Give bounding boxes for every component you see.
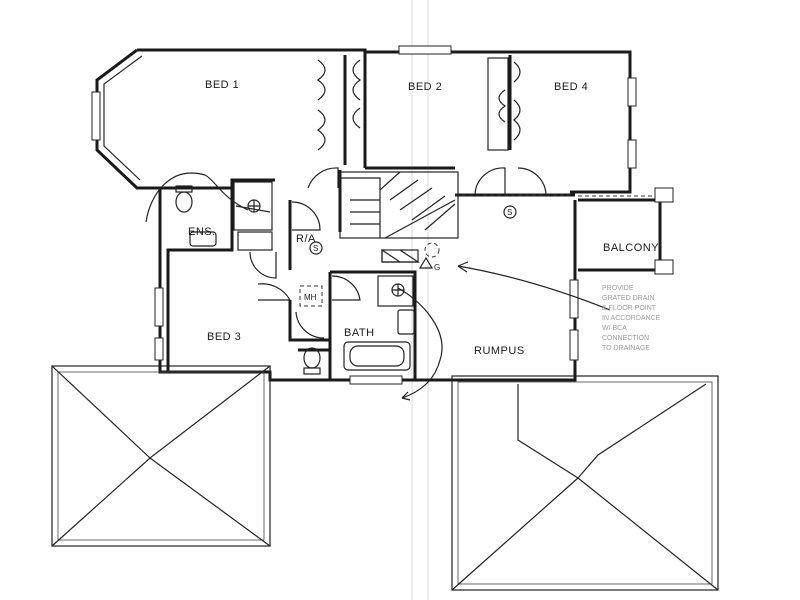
ensuite-basin: [189, 231, 217, 247]
svg-text:S: S: [313, 244, 318, 253]
fixtures: [175, 185, 440, 375]
bed2-door-swing: [474, 167, 506, 196]
manhole-box: [299, 285, 323, 307]
window: [627, 139, 637, 169]
bed1-door-swing: [307, 167, 339, 189]
annotation-arrow-line: [457, 265, 611, 311]
annotation-lines: [145, 172, 611, 401]
triangle-marker: [418, 256, 434, 269]
note-line: TO DRAINAGE: [602, 345, 650, 352]
room-label-ensuite: ENS.: [188, 226, 216, 238]
wardrobe-door: [316, 59, 326, 101]
room-label-bed1: BED 1: [205, 79, 239, 91]
bed3-door-swing: [257, 283, 292, 301]
room-label-rumpus: RUMPUS: [474, 345, 525, 357]
ensuite-toilet: [175, 191, 193, 213]
hand-drawn-line: [235, 205, 271, 213]
wardrobe-door: [316, 109, 326, 151]
ensuite-door-swing: [249, 251, 277, 279]
room-label-bed4: BED 4: [554, 81, 588, 93]
bath-shower: [377, 275, 414, 307]
ensuite-shower: [233, 181, 273, 231]
note-line: IN ACCORDANCE: [602, 315, 661, 322]
bath-door-swing: [331, 275, 361, 301]
bed2-wardrobe: [487, 57, 509, 151]
room-label-manhole: MH: [304, 293, 317, 302]
note-line: GRATED DRAIN: [602, 295, 654, 302]
interior-walls: [160, 55, 512, 380]
room-label-balcony: BALCONY: [603, 242, 659, 254]
balcony: [455, 187, 674, 275]
wardrobe-door: [352, 59, 362, 101]
gas-symbol: G: [434, 263, 440, 272]
note-line: CONNECTION: [602, 335, 649, 342]
wardrobe-door: [513, 61, 521, 141]
window: [627, 77, 637, 107]
wardrobe-door: [352, 107, 361, 129]
room-label-bed3: BED 3: [207, 331, 241, 343]
roof-left: [51, 365, 271, 547]
svg-text:S: S: [507, 208, 512, 217]
note-line: & FLOOR POINT: [602, 305, 657, 312]
doors: [249, 57, 547, 339]
hand-drawn-line: [397, 287, 443, 399]
window: [569, 329, 579, 361]
wardrobe-door: [498, 89, 507, 123]
staircase: [339, 171, 459, 239]
smoke-detector-icon: [309, 241, 323, 255]
annotation-note: PROVIDE GRATED DRAIN & FLOOR POINT IN AC…: [602, 285, 661, 352]
window: [91, 91, 101, 141]
windows: [91, 45, 637, 385]
room-labels: BED 1 BED 2 BED 4 ENS. R/A BED 3 BATH RU…: [188, 79, 659, 357]
roof-right: [451, 375, 719, 591]
exhaust-fan-symbol: [381, 248, 420, 263]
ensuite-vanity: [237, 231, 273, 251]
note-line: PROVIDE: [602, 285, 634, 292]
bathtub: [343, 341, 411, 371]
bath-vanity: [397, 309, 415, 335]
smoke-detector-icon: [503, 205, 517, 219]
window: [569, 279, 579, 319]
hand-drawn-line: [145, 172, 249, 223]
robe-door-swing: [291, 201, 321, 231]
room-label-robe: R/A: [296, 233, 316, 245]
bed4-door-swing: [517, 167, 547, 196]
window: [349, 375, 403, 385]
note-line: W/ BCA: [602, 325, 627, 332]
room-label-bed2: BED 2: [408, 81, 442, 93]
smoke-detectors: S S G: [309, 205, 517, 272]
window: [154, 287, 164, 327]
wc-door-swing: [295, 311, 325, 339]
room-label-bath: BATH: [344, 327, 375, 339]
window: [154, 337, 164, 361]
window: [398, 45, 452, 55]
